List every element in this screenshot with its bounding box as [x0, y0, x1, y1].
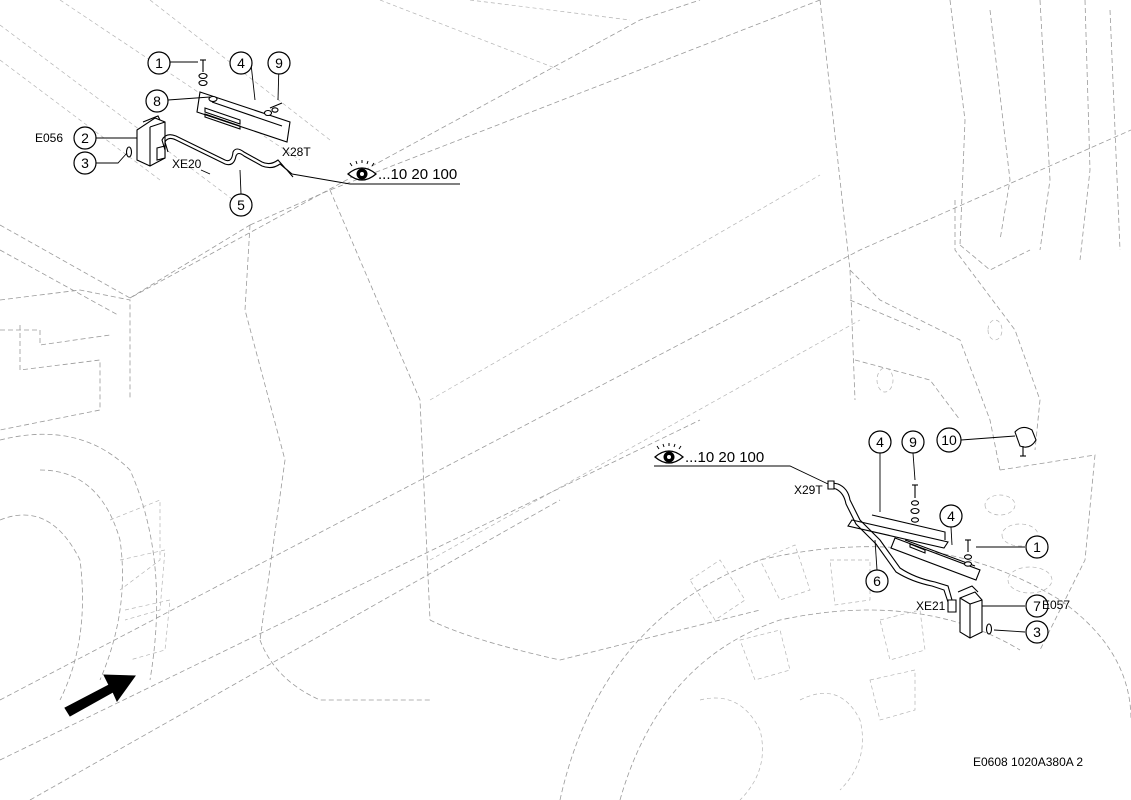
svg-text:4: 4 [947, 508, 955, 524]
wiring-harness [161, 134, 293, 175]
svg-text:3: 3 [81, 155, 89, 171]
wiring-harness [827, 481, 956, 605]
callout-7: 7 [1025, 594, 1049, 618]
callout-6: 6 [865, 569, 889, 593]
svg-text:4: 4 [876, 434, 884, 450]
callout-2: 2 [73, 126, 97, 150]
eye-icon [347, 160, 377, 181]
terminal-label-x29t: X29T [794, 483, 823, 497]
callout-4: 4 [229, 51, 253, 75]
svg-text:9: 9 [275, 55, 283, 71]
callout-4: 4 [868, 430, 892, 454]
svg-text:9: 9 [909, 434, 917, 450]
callouts: 1 4 9 8 2 3 5 4 9 10 4 1 6 7 3 [73, 51, 1049, 644]
eye-icon [654, 443, 684, 464]
svg-text:3: 3 [1033, 624, 1041, 640]
svg-text:4: 4 [237, 55, 245, 71]
bracket-plate [847, 519, 949, 549]
component-label-e057: E057 [1042, 598, 1070, 612]
left-assembly [96, 59, 460, 195]
svg-text:1: 1 [1033, 539, 1041, 555]
callout-10: 10 [936, 427, 962, 453]
svg-text:6: 6 [873, 573, 881, 589]
callout-1: 1 [147, 51, 171, 75]
svg-text:2: 2 [81, 130, 89, 146]
callout-4: 4 [939, 504, 963, 528]
callout-9: 9 [901, 430, 925, 454]
component-label-e056: E056 [35, 131, 63, 145]
arrow-icon [64, 674, 136, 717]
connector-label-xe21: XE21 [916, 599, 946, 613]
connector-label-xe20: XE20 [172, 157, 202, 171]
work-light-e057 [959, 591, 983, 639]
svg-text:10: 10 [941, 432, 957, 448]
callout-9: 9 [267, 51, 291, 75]
svg-text:5: 5 [237, 197, 245, 213]
callout-1: 1 [1025, 535, 1049, 559]
drawing-code: E0608 1020A380A 2 [973, 755, 1083, 769]
callout-3: 3 [1025, 620, 1049, 644]
callout-3: 3 [73, 151, 97, 175]
svg-text:8: 8 [153, 93, 161, 109]
right-assembly [654, 426, 1037, 639]
svg-text:1: 1 [155, 55, 163, 71]
callout-5: 5 [229, 193, 253, 217]
sensor-mount [1014, 426, 1037, 448]
view-reference: ...10 20 100 [378, 166, 457, 183]
callout-8: 8 [145, 89, 169, 113]
svg-text:7: 7 [1033, 598, 1041, 614]
view-reference: ...10 20 100 [685, 449, 764, 466]
terminal-label-x28t: X28T [282, 145, 311, 159]
